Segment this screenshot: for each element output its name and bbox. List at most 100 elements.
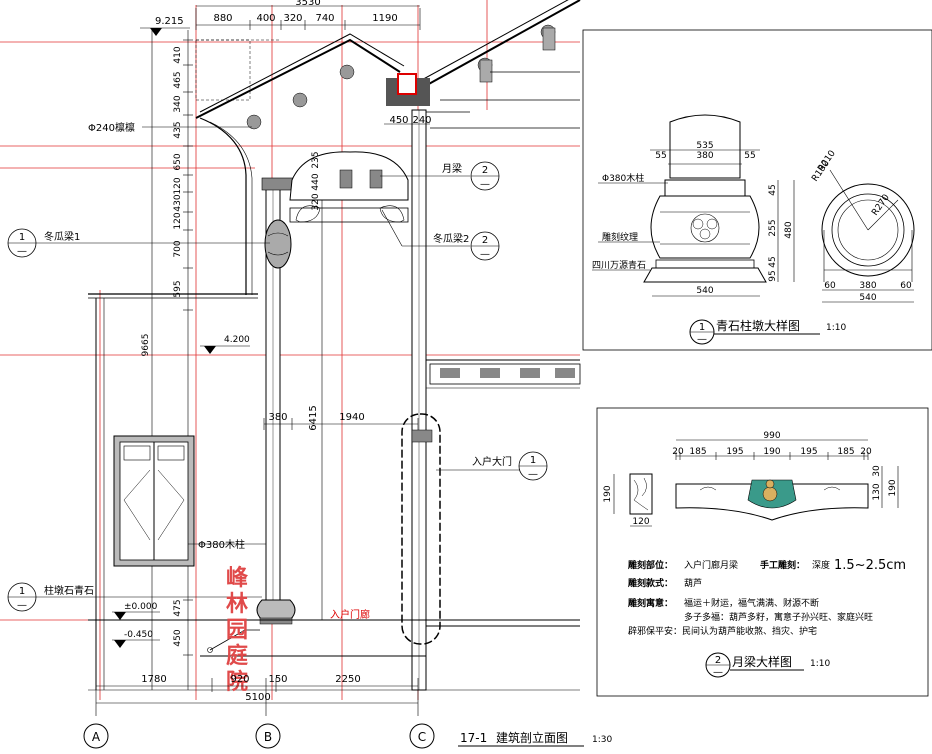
detail2-no: 2 [715,655,721,666]
level-mark-4200: 4.200 [200,335,250,354]
d1-dim-255: 255 [768,219,778,236]
d2-seg-195a: 195 [726,447,743,457]
vdim-650: 650 [173,153,183,170]
note2-text: 葫芦 [684,577,702,589]
main-title-text: 建筑剖立面图 [496,730,568,745]
dim-380: 380 [268,412,287,423]
svg-text:—: — [697,334,707,345]
d2-right-190: 190 [888,479,898,496]
column-b [256,177,297,625]
vdim-450: 450 [173,629,183,646]
level-m450: -0.450 [124,630,153,640]
note1-text: 入户门廊月梁 [684,559,738,571]
callout-moon-beam: 月梁 2 — [380,161,500,191]
d1-dim-540: 540 [696,286,713,296]
dim-240: 240 [412,115,431,126]
d2-right-130: 130 [872,483,882,500]
svg-text:—: — [480,249,490,260]
plinth-plan: R210 R190 R270 60 380 60 540 [810,149,915,303]
watermark-char-4: 庭 [226,643,248,669]
beam-elevation [675,479,869,521]
d1-dim-45b: 45 [768,256,778,267]
d2-seg-20b: 20 [860,447,872,457]
axis-c: C [418,730,426,744]
dim-440: 440 [311,173,321,190]
d2-seg-185a: 185 [689,447,706,457]
axis-bubbles: A B C [83,723,435,749]
vdim-465: 465 [173,71,183,88]
top-dim-1190: 1190 [372,13,397,24]
vdim-340: 340 [173,95,183,112]
dim-380-1940: 380 1940 6415 [263,200,419,620]
note3-line3: 辟邪保平安：民间认为葫芦能收煞、挡灾、护宅 [628,625,817,637]
vdim-430: 430 [173,194,183,211]
window [113,435,195,567]
vdim-595: 595 [173,280,183,297]
vdim-410: 410 [173,46,183,63]
bottom-dimensions: 1780 920 150 2250 5100 [95,674,419,716]
main-title-scale: 1:30 [592,735,612,745]
dim-450: 450 [389,115,408,126]
callout-winter-beam1: 1 — 冬瓜梁1 [7,228,270,258]
entry-gate-no: 1 [530,455,536,466]
top-dim-740: 740 [315,13,334,24]
level-0: ±0.000 [124,602,158,612]
callout-winter-beam2: 冬瓜梁2 2 — [381,209,500,261]
watermark-char-5: 院 [226,669,248,695]
beam-notes: 雕刻部位： 入户门廊月梁 手工雕刻： 深度 1.5~2.5cm 雕刻款式： 葫芦… [628,558,906,637]
top-dim-320: 320 [283,13,302,24]
d1-dim-380: 380 [696,151,713,161]
beam-section: 190 120 [603,473,653,527]
detail2-scale: 1:10 [810,659,830,669]
bottom-dim-920: 920 [230,674,249,685]
entry-gate-label: 入户大门 [472,455,512,468]
vdim-700: 700 [173,240,183,257]
d2-seg-195b: 195 [800,447,817,457]
detail2-title-text: 月梁大样图 [732,654,792,669]
roof [195,0,581,130]
bottom-dim-1780: 1780 [141,674,166,685]
svg-text:—: — [713,667,723,678]
d1-leader-column: Φ380木柱 [602,172,644,184]
d1-dim-480: 480 [784,221,794,238]
note2-label: 雕刻款式： [628,577,673,589]
right-structure [426,359,581,627]
d1-plan-60b: 60 [900,281,912,291]
detail2-panel: 190 120 990 20 185 195 190 [596,407,929,697]
level-mark-top: 9.215 [140,16,190,36]
detail1-title-text: 青石柱墩大样图 [716,318,800,333]
note3-line1: 福运＋财运，福气满满、财源不断 [684,597,819,609]
ground [88,619,580,691]
svg-text:—: — [17,600,27,611]
axis-a: A [92,730,101,744]
d1-dim-55b: 55 [744,151,755,161]
beam-dims: 990 20 185 195 190 195 185 20 30 130 190 [672,431,899,508]
callout-entry-gate: 入户大门 1 — [436,451,548,481]
vdim-475: 475 [173,599,183,616]
dim-320: 320 [311,193,321,210]
moon-beam [289,151,409,223]
watermark-char-2: 林 [226,591,248,617]
note3-label: 雕刻寓意： [628,597,673,609]
d1-dim-55a: 55 [655,151,666,161]
moon-beam-label: 月梁 [442,162,462,175]
note1-extra-text: 深度 [812,559,830,571]
d2-seg-190: 190 [763,447,780,457]
moon-beam-no: 2 [482,165,488,176]
small-dims: 450 240 235 440 320 [311,115,432,211]
level-4200: 4.200 [224,335,250,345]
watermark-char-3: 园 [226,617,248,643]
top-dimensions: 880 400 320 740 1190 3530 [195,0,421,30]
dim-1940: 1940 [339,412,364,423]
dim-6415: 6415 [308,405,319,430]
d2-right-30: 30 [872,465,882,477]
entry-corridor-label: 入户门廊 [330,608,370,621]
detail1-panel: 535 55 380 55 45 255 480 45 95 540 Φ380木… [582,29,932,351]
plinth-dims: 535 55 380 55 45 255 480 45 95 540 [650,141,795,297]
d1-leader-stone: 四川万源青石 [592,259,646,271]
main-title: 17-1 建筑剖立面图 1:30 [458,730,612,747]
vdim-120a: 120 [173,177,183,194]
watermark: 峰 林 园 庭 院 [226,565,249,695]
svg-text:—: — [17,246,27,257]
